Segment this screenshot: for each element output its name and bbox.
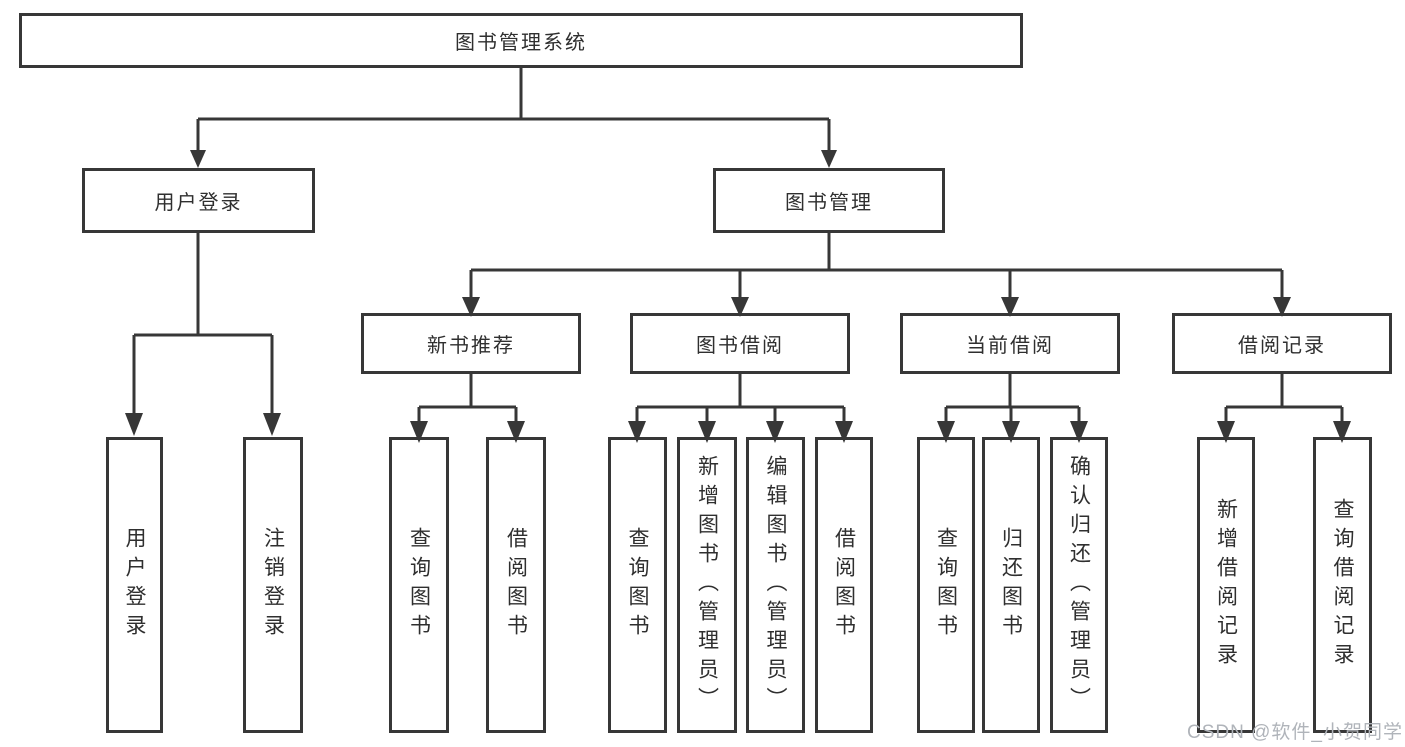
leaf-label: 新增图书（管理员）: [695, 454, 719, 716]
node-current-borrow: 当前借阅: [900, 313, 1120, 374]
leaf-query-books-2: 查询图书: [608, 437, 667, 733]
leaf-label: 用户登录: [123, 527, 146, 643]
node-label: 图书管理: [785, 192, 873, 214]
leaf-label: 确认归还（管理员）: [1067, 454, 1091, 716]
leaf-query-books-3: 查询图书: [917, 437, 975, 733]
arrowhead-icon: [190, 150, 206, 168]
leaf-borrow-books-2: 借阅图书: [815, 437, 873, 733]
leaf-logout: 注销登录: [243, 437, 303, 733]
leaf-add-borrow-record: 新增借阅记录: [1197, 437, 1255, 733]
leaf-user-login: 用户登录: [106, 437, 163, 733]
leaf-return-books: 归还图书: [982, 437, 1040, 733]
leaf-query-borrow-record: 查询借阅记录: [1313, 437, 1372, 733]
leaf-add-books-admin: 新增图书（管理员）: [677, 437, 737, 733]
node-borrow-records: 借阅记录: [1172, 313, 1392, 374]
leaf-query-books-1: 查询图书: [389, 437, 449, 733]
node-label: 用户登录: [154, 192, 243, 214]
node-label: 图书管理系统: [455, 32, 587, 54]
node-book-borrow: 图书借阅: [630, 313, 850, 374]
leaf-label: 归还图书: [999, 527, 1023, 643]
leaf-label: 新增借阅记录: [1214, 498, 1238, 672]
node-new-book-recommend: 新书推荐: [361, 313, 581, 374]
node-label: 图书借阅: [696, 335, 784, 357]
leaf-borrow-books-1: 借阅图书: [486, 437, 546, 733]
node-book-management-branch: 图书管理: [713, 168, 945, 233]
leaf-label: 注销登录: [261, 527, 285, 643]
arrowhead-icon: [125, 413, 143, 436]
leaf-label: 查询借阅记录: [1331, 498, 1354, 672]
leaf-edit-books-admin: 编辑图书（管理员）: [746, 437, 805, 733]
node-label: 借阅记录: [1238, 335, 1326, 357]
node-system-root: 图书管理系统: [19, 13, 1023, 68]
node-user-login-branch: 用户登录: [82, 168, 315, 233]
node-label: 新书推荐: [427, 335, 515, 357]
csdn-watermark: CSDN @软件_小贺同学: [1187, 722, 1403, 743]
arrowhead-icon: [821, 150, 837, 168]
leaf-label: 借阅图书: [832, 527, 856, 643]
node-label: 当前借阅: [966, 335, 1054, 357]
leaf-label: 编辑图书（管理员）: [764, 454, 787, 716]
leaf-label: 查询图书: [934, 527, 958, 643]
leaf-label: 查询图书: [626, 527, 649, 643]
leaf-confirm-return-admin: 确认归还（管理员）: [1050, 437, 1108, 733]
leaf-label: 查询图书: [407, 527, 431, 643]
leaf-label: 借阅图书: [504, 527, 528, 643]
arrowhead-icon: [263, 413, 281, 436]
